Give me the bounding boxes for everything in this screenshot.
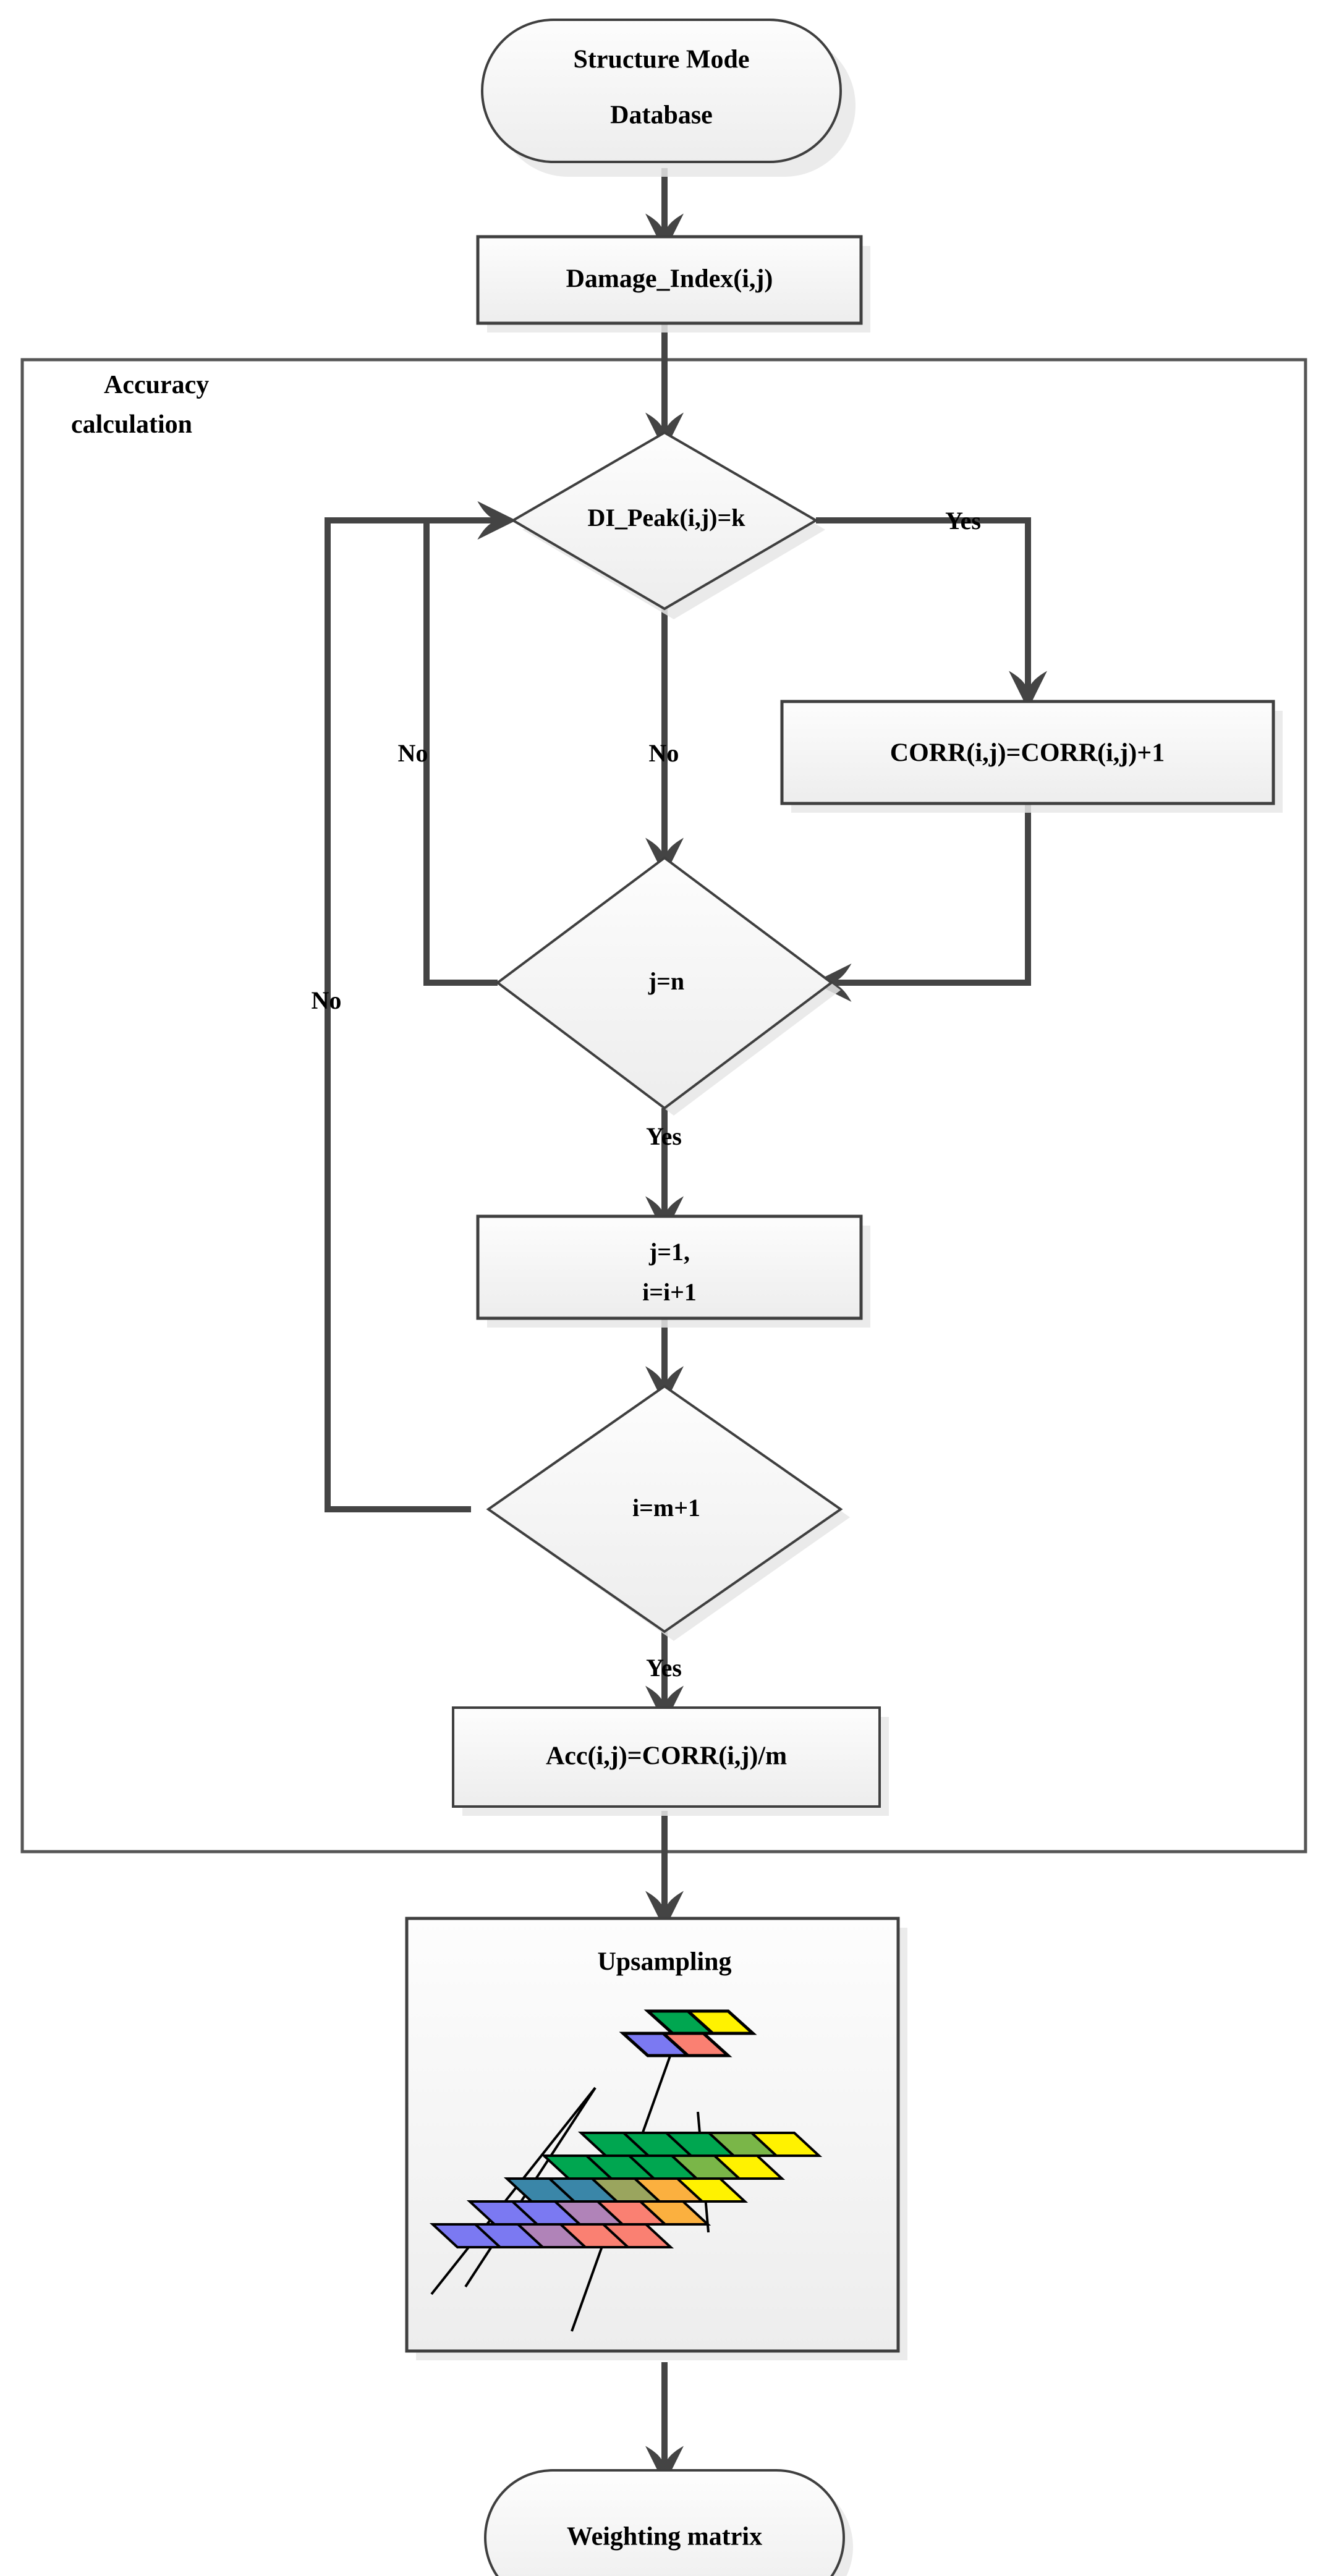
edge-label-i-eq-m1-no: No bbox=[312, 986, 342, 1014]
node-weighting-matrix[interactable]: Weighting matrix bbox=[484, 2469, 853, 2576]
node-upsampling-label: Upsampling bbox=[597, 1948, 731, 1976]
node-reset-j-shape bbox=[476, 1214, 863, 1320]
edge-di-peak-yes-to-corr bbox=[816, 517, 1047, 710]
node-i-eq-m1-label: i=m+1 bbox=[632, 1494, 700, 1522]
node-damage-index[interactable]: Damage_Index(i,j) bbox=[476, 235, 870, 333]
node-start[interactable]: Structure Mode Database bbox=[481, 19, 856, 177]
node-reset-j[interactable]: j=1, i=i+1 bbox=[476, 1214, 870, 1328]
node-weighting-matrix-label: Weighting matrix bbox=[567, 2523, 762, 2551]
node-damage-index-shape bbox=[476, 235, 863, 325]
node-acc-shape bbox=[452, 1706, 881, 1808]
node-j-eq-n-shape bbox=[495, 856, 834, 1110]
node-di-peak-shape bbox=[511, 431, 818, 611]
edge-label-i-eq-m1-yes: Yes bbox=[646, 1654, 682, 1682]
node-i-eq-m1-shape bbox=[486, 1384, 843, 1633]
node-acc-label: Acc(i,j)=CORR(i,j)/m bbox=[546, 1742, 787, 1771]
edge-i-eq-m1-no-loop bbox=[325, 501, 516, 1512]
accuracy-calculation-label-line2: calculation bbox=[71, 410, 192, 439]
edge-corr-to-j-eq-n bbox=[813, 803, 1031, 1002]
node-damage-index-label: Damage_Index(i,j) bbox=[566, 265, 773, 294]
node-j-eq-n[interactable]: j=n bbox=[495, 856, 841, 1116]
node-start-label-line1: Structure Mode bbox=[574, 46, 750, 74]
node-j-eq-n-label: j=n bbox=[648, 967, 684, 995]
upsampling-large-grid bbox=[429, 2132, 823, 2248]
node-start-shape bbox=[481, 19, 842, 163]
accuracy-calculation-label-line1: Accuracy bbox=[104, 371, 209, 399]
edge-label-j-eq-n-yes: Yes bbox=[646, 1122, 682, 1150]
edge-j-eq-n-no-loop bbox=[423, 501, 516, 986]
node-di-peak-label: DI_Peak(i,j)=k bbox=[588, 504, 746, 532]
node-i-eq-m1[interactable]: i=m+1 bbox=[486, 1384, 850, 1641]
node-corr-shape bbox=[780, 700, 1275, 805]
node-acc[interactable]: Acc(i,j)=CORR(i,j)/m bbox=[452, 1706, 889, 1816]
node-weighting-matrix-shape bbox=[484, 2469, 845, 2576]
edge-label-di-peak-no: No bbox=[649, 739, 679, 767]
edges-layer bbox=[325, 168, 1047, 2485]
node-corr-label: CORR(i,j)=CORR(i,j)+1 bbox=[890, 739, 1165, 768]
node-reset-j-label-line1: j=1, bbox=[648, 1238, 690, 1266]
node-start-label-line2: Database bbox=[610, 101, 713, 130]
node-di-peak[interactable]: DI_Peak(i,j)=k bbox=[511, 431, 825, 619]
edge-label-di-peak-yes: Yes bbox=[945, 507, 981, 535]
node-upsampling[interactable]: Upsampling bbox=[405, 1917, 907, 2360]
edge-label-j-eq-n-no: No bbox=[398, 739, 428, 767]
upsampling-small-grid bbox=[619, 2009, 757, 2057]
node-reset-j-label-line2: i=i+1 bbox=[642, 1278, 697, 1306]
node-corr[interactable]: CORR(i,j)=CORR(i,j)+1 bbox=[780, 700, 1283, 813]
